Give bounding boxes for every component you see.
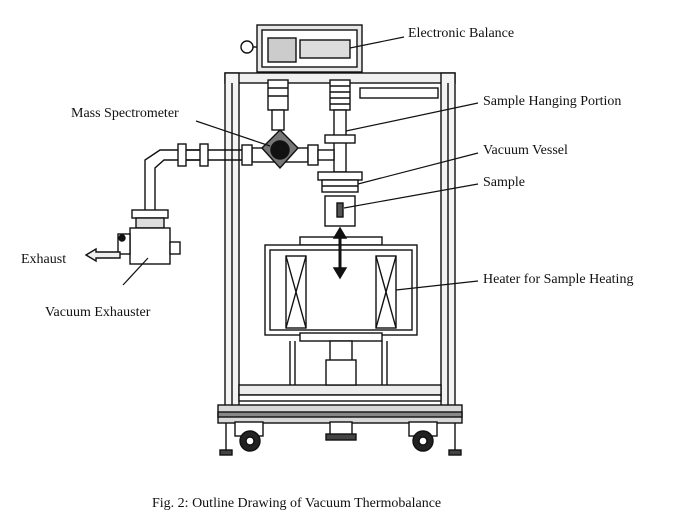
leader-lines [122,36,479,291]
label-heater: Heater for Sample Heating [483,272,634,287]
mass-spectrometer-unit [241,129,335,170]
wheels-feet [219,421,462,456]
vacuum-exhauster-unit [117,209,181,265]
heater-unit [264,226,418,342]
label-mass-spectrometer: Mass Spectrometer [71,106,179,121]
exhaust-piping [144,143,242,210]
label-sample-hanging-portion: Sample Hanging Portion [483,94,622,109]
label-vacuum-exhauster: Vacuum Exhauster [45,305,151,320]
electronic-balance-unit [240,24,363,73]
exhaust-arrow [84,247,121,263]
heater-supports [289,340,388,386]
figure-caption: Fig. 2: Outline Drawing of Vacuum Thermo… [152,496,442,511]
label-exhaust: Exhaust [21,252,67,267]
vacuum-vessel-unit [317,171,363,227]
label-electronic-balance: Electronic Balance [408,26,515,41]
label-vacuum-vessel: Vacuum Vessel [483,143,568,158]
label-sample: Sample [483,175,525,190]
hanging-tube [267,79,356,173]
